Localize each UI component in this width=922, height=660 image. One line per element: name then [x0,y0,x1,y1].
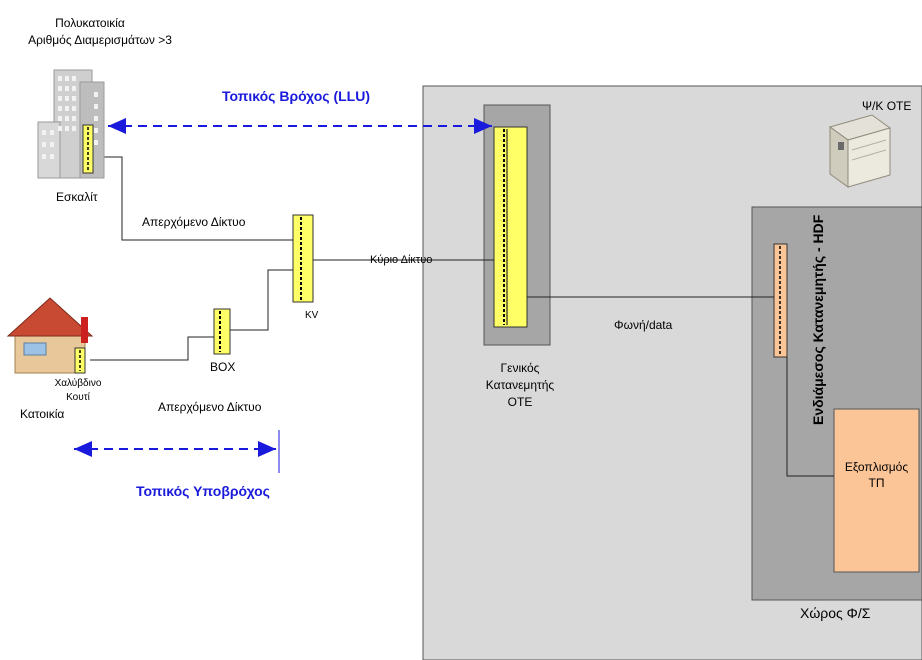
apartment-building-icon [37,69,105,179]
subloop-label: Τοπικός Υποβρόχος [136,483,270,499]
voice-data-label: Φωνή/data [614,318,673,332]
mdf-label-line1: Γενικός [500,361,540,375]
steel-box-label-line2: Κουτί [66,392,90,403]
house-box-line [90,336,214,361]
steel-box-label-line1: Χαλύβδινο [54,378,102,389]
equipment-label-line1: Εξοπλισμός [844,460,909,474]
equipment-box [833,408,920,573]
house-label: Κατοικία [20,407,65,421]
branch-line-upper [93,156,293,241]
kv-distributor [292,214,314,303]
hdf-equipment-line [786,357,834,477]
box-kv-line [230,269,293,331]
escalit-label: Εσκαλίτ [56,190,98,204]
building-title-line1: Πολυκατοικία [55,16,125,30]
box-label: BOX [210,360,236,374]
escalit-distributor [82,124,94,174]
hdf-label: Ενδιάμεσος Κατανεμητής - HDF [810,214,826,425]
branch-net-lower-label: Απερχόμενο Δίκτυο [158,400,262,414]
house-icon [6,297,94,374]
colocation-label: Χώρος Φ/Σ [800,605,871,621]
mdf-label-line2: Κατανεμητής [485,378,555,392]
branch-net-upper-label: Απερχόμενο Δίκτυο [142,215,246,229]
mdf-distributor [493,126,528,328]
server-label: Ψ/Κ ΟΤΕ [862,99,912,113]
box-distributor [213,308,231,355]
main-net-label: Κύριο Δίκτυο [370,254,433,266]
steel-box-distributor [74,347,86,374]
mdf-label-line3: ΟΤΕ [507,395,533,409]
hdf-distributor [773,243,788,358]
server-icon [828,114,892,188]
kv-label: KV [305,310,319,321]
equipment-label-line2: ΤΠ [868,476,885,490]
llu-label: Τοπικός Βρόχος (LLU) [222,88,370,104]
building-title-line2: Αριθμός Διαμερισμάτων >3 [28,33,172,47]
